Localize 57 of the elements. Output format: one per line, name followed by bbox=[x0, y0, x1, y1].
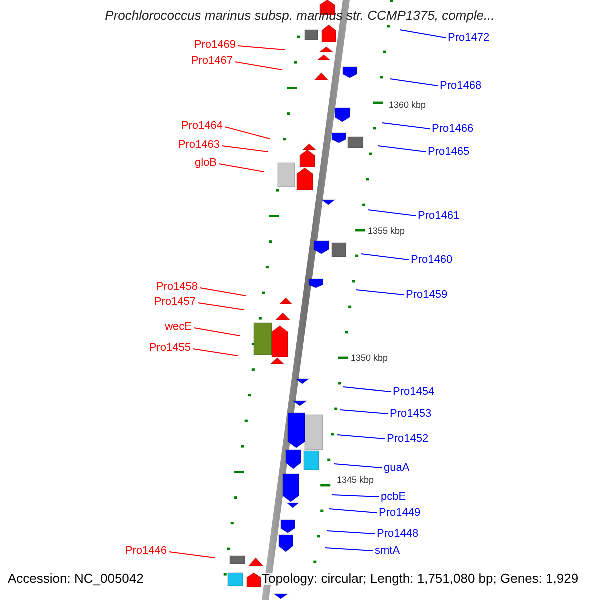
gene-label: Pro1449 bbox=[379, 506, 421, 520]
gene-label: Pro1458 bbox=[156, 280, 198, 294]
leader-line bbox=[336, 434, 386, 440]
position-label: 1350 kbp bbox=[351, 352, 388, 364]
footer-text: Topology: circular; Length: 1,751,080 bp; Genes: 1,929 bbox=[262, 573, 579, 585]
leader-line bbox=[218, 164, 264, 172]
leader-line bbox=[198, 302, 244, 310]
footer-text: Accession: NC_005042 bbox=[8, 573, 144, 585]
gene-label: Pro1469 bbox=[194, 38, 236, 52]
gene-label: Pro1460 bbox=[411, 253, 453, 267]
leader-line bbox=[224, 126, 270, 140]
gene-label: Pro1467 bbox=[191, 54, 233, 68]
gene-label: Pro1472 bbox=[448, 31, 490, 45]
gene-label: Pro1455 bbox=[149, 341, 191, 355]
leader-line bbox=[400, 30, 446, 38]
gene-label: Pro1453 bbox=[390, 407, 432, 421]
gene-label: Pro1446 bbox=[125, 544, 167, 558]
leader-line bbox=[222, 146, 268, 152]
position-label: 1360 kbp bbox=[389, 99, 426, 111]
leader-line bbox=[342, 386, 392, 392]
position-label: 1345 kbp bbox=[337, 474, 374, 486]
leader-line bbox=[238, 46, 286, 50]
gene-label: Pro1466 bbox=[432, 122, 474, 136]
leader-line bbox=[378, 146, 426, 152]
leader-line bbox=[332, 494, 380, 498]
gene-label: gloB bbox=[194, 156, 217, 170]
leader-line bbox=[360, 254, 410, 260]
leader-line bbox=[390, 78, 438, 86]
leader-line bbox=[368, 210, 416, 216]
gene-label: Pro1454 bbox=[393, 385, 435, 399]
leader-line bbox=[334, 464, 382, 468]
leader-line bbox=[324, 548, 374, 552]
leader-line bbox=[328, 508, 378, 514]
leader-line bbox=[382, 122, 430, 130]
gene-label: Pro1448 bbox=[377, 527, 419, 541]
gene-label: Pro1464 bbox=[181, 119, 223, 133]
leader-line bbox=[192, 348, 238, 356]
gene-label: Pro1459 bbox=[406, 288, 448, 302]
leader-line bbox=[234, 62, 282, 70]
leader-line bbox=[356, 290, 404, 296]
gene-label: Pro1465 bbox=[428, 145, 470, 159]
position-label: 1355 kbp bbox=[368, 225, 406, 237]
leader-line bbox=[340, 410, 388, 414]
gene-label: Pro1452 bbox=[387, 432, 429, 446]
gene-label: wecE bbox=[165, 320, 192, 334]
gene-label: guaA bbox=[384, 461, 410, 475]
leader-line bbox=[200, 288, 246, 296]
leader-line bbox=[326, 530, 376, 534]
gene-label: Pro1463 bbox=[178, 138, 220, 152]
gene-label: Pro1468 bbox=[440, 79, 482, 93]
gene-label: smtA bbox=[375, 544, 400, 558]
map-title: Prochlorococcus marinus subsp. marinus str. CCMP1375, comple... bbox=[104, 8, 496, 24]
gene-label: pcbE bbox=[381, 490, 406, 504]
gene-label: Pro1461 bbox=[418, 209, 460, 223]
gene-label: Pro1457 bbox=[154, 295, 196, 309]
leader-line bbox=[194, 328, 240, 336]
leader-line bbox=[168, 552, 216, 558]
